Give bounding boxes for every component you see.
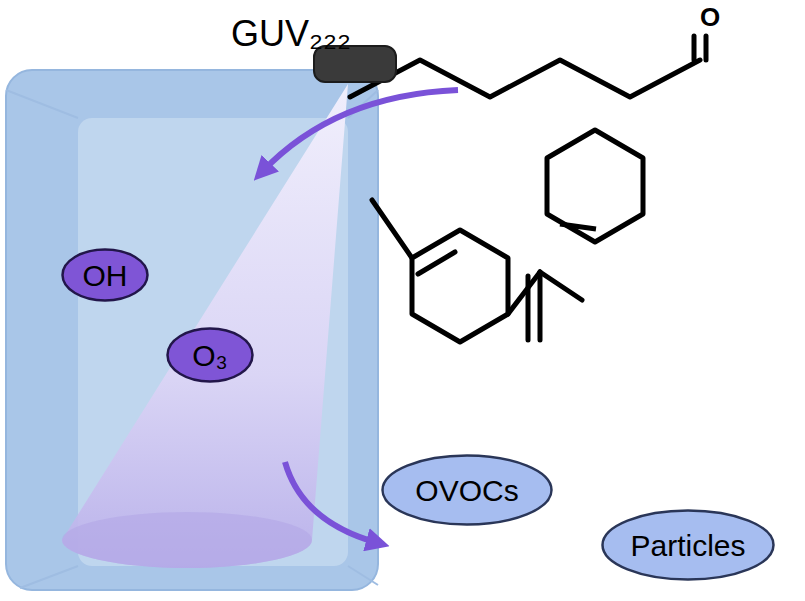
input-arrow — [262, 90, 458, 172]
species-label: OVOCs — [415, 474, 518, 507]
radical-ellipse: OH — [61, 248, 149, 302]
ellipse-fill — [168, 329, 253, 382]
ellipse-fill — [603, 511, 774, 580]
species-label: OH — [83, 259, 128, 292]
product-ellipse: Particles — [601, 509, 775, 581]
atom-label: O — [700, 2, 720, 33]
output-arrow — [285, 462, 378, 543]
product-ellipse: OVOCs — [381, 454, 553, 526]
lamp-box: GUV₂₂₂ — [313, 45, 397, 83]
hexanal-structure — [350, 36, 706, 97]
lamp-label: GUV₂₂₂ — [231, 14, 351, 54]
cyclohexene-structure — [547, 130, 643, 242]
light-cone — [62, 84, 348, 568]
cone-base — [62, 512, 312, 568]
oxidant-ellipse: O₃ — [166, 327, 254, 383]
species-label: Particles — [630, 529, 745, 562]
ellipse-fill — [383, 456, 552, 525]
chamber-outer — [6, 70, 378, 590]
species-label: O₃ — [192, 339, 228, 372]
ellipse-fill — [63, 250, 148, 301]
limonene-structure — [372, 200, 582, 342]
